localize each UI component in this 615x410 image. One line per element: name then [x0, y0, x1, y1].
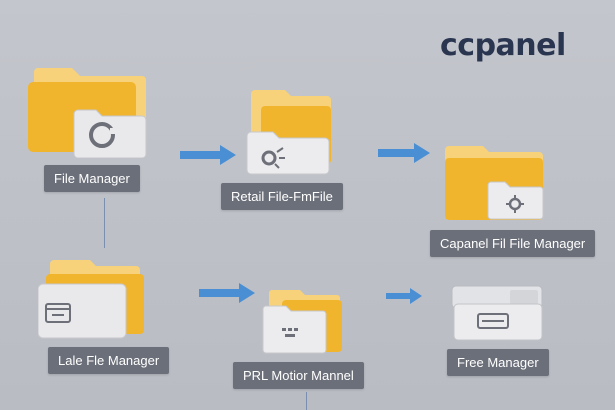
folder-icon: [28, 68, 147, 158]
connector-line: [306, 392, 307, 410]
arrow-right-icon: [378, 143, 430, 163]
arrow-right-icon: [180, 145, 236, 165]
cpanel-logo: ccpanel: [440, 28, 566, 63]
folder-icon: [246, 90, 331, 175]
folder-icon: [445, 146, 544, 220]
grid-icon: [282, 328, 298, 337]
node-label: File Manager: [44, 165, 140, 192]
refresh-icon: [89, 122, 116, 148]
folder-icon: [262, 290, 342, 354]
drive-icon: [451, 285, 543, 341]
arrow-right-icon: [199, 283, 255, 303]
node-label: Free Manager: [447, 349, 549, 376]
node-label: Capanel Fil File Manager: [430, 230, 596, 257]
gear-icon: [261, 147, 285, 169]
cpanel-logo-text: cpanel: [457, 28, 566, 63]
arrow-right-icon: [386, 288, 422, 304]
node-label: Retail File-FmFile: [221, 183, 343, 210]
gear-icon: [506, 195, 524, 213]
node-label: Lale Fle Manager: [48, 347, 170, 374]
folder-icon: [38, 260, 144, 339]
node-label: PRL Motior Mannel: [233, 362, 364, 389]
cpanel-logo-mark: c: [440, 28, 458, 63]
connector-line: [104, 198, 105, 248]
window-icon: [45, 303, 71, 323]
